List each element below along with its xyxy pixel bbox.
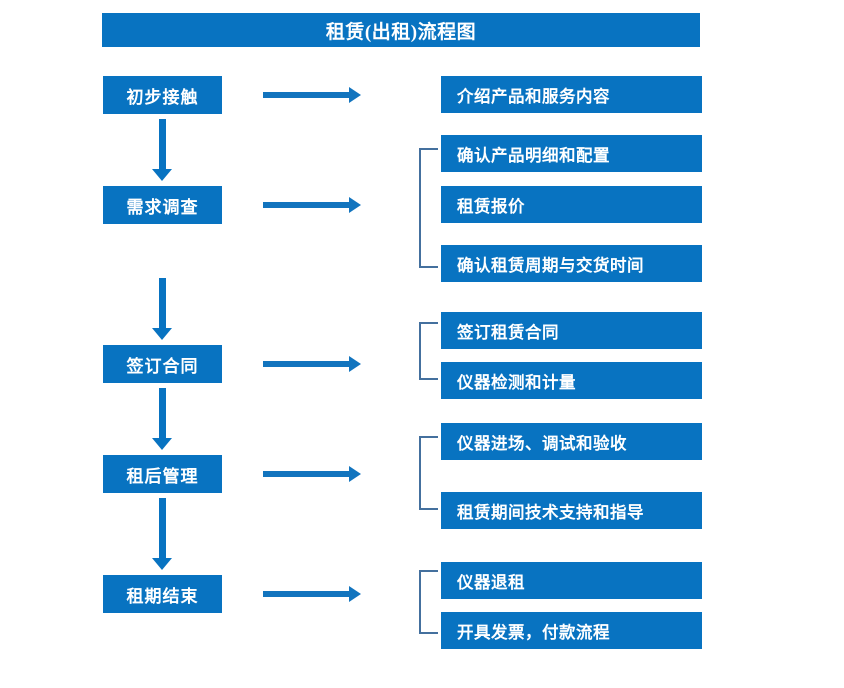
horizontal-arrow-lease-end [263,586,361,602]
vertical-arrow-contract-to-postrent [152,388,172,450]
stage-box-post-rent-mgmt[interactable]: 租后管理 [103,455,222,493]
page-title: 租赁(出租)流程图 [102,13,700,47]
stage-box-demand-survey[interactable]: 需求调查 [103,186,222,224]
group-bracket-sign-contract [419,322,438,380]
detail-box-sign-lease-contract[interactable]: 签订租赁合同 [441,312,702,349]
arrow-head-icon [349,586,361,602]
horizontal-arrow-sign-contract [263,356,361,372]
detail-box-technical-support[interactable]: 租赁期间技术支持和指导 [441,492,702,529]
vertical-arrow-initial-to-demand [152,119,172,181]
group-bracket-post-rent-mgmt [419,436,438,510]
arrow-shaft [158,119,166,169]
arrow-shaft [158,388,166,438]
detail-box-instrument-return[interactable]: 仪器退租 [441,562,702,599]
arrow-head-icon [152,438,172,450]
stage-box-sign-contract[interactable]: 签订合同 [103,345,222,383]
detail-box-instrument-entry-commission[interactable]: 仪器进场、调试和验收 [441,423,702,460]
vertical-arrow-demand-to-contract [152,278,172,340]
horizontal-arrow-demand-survey [263,197,361,213]
detail-box-instrument-inspection[interactable]: 仪器检测和计量 [441,362,702,399]
arrow-shaft [263,361,349,367]
stage-box-initial-contact[interactable]: 初步接触 [103,76,222,114]
arrow-shaft [158,498,166,558]
arrow-shaft [263,92,349,98]
arrow-head-icon [152,328,172,340]
group-bracket-demand-survey [419,148,438,268]
detail-box-introduce-products[interactable]: 介绍产品和服务内容 [441,76,702,113]
arrow-head-icon [349,197,361,213]
horizontal-arrow-post-rent-mgmt [263,466,361,482]
arrow-head-icon [349,87,361,103]
arrow-shaft [263,591,349,597]
arrow-head-icon [152,169,172,181]
group-bracket-lease-end [419,570,438,634]
arrow-head-icon [152,558,172,570]
arrow-shaft [158,278,166,328]
horizontal-arrow-initial-contact [263,87,361,103]
vertical-arrow-postrent-to-leaseend [152,498,172,570]
arrow-shaft [263,471,349,477]
stage-box-lease-end[interactable]: 租期结束 [103,575,222,613]
detail-box-rental-quote[interactable]: 租赁报价 [441,186,702,223]
arrow-head-icon [349,356,361,372]
arrow-head-icon [349,466,361,482]
detail-box-confirm-lease-period[interactable]: 确认租赁周期与交货时间 [441,245,702,282]
detail-box-invoice-payment[interactable]: 开具发票，付款流程 [441,612,702,649]
arrow-shaft [263,202,349,208]
detail-box-confirm-product-spec[interactable]: 确认产品明细和配置 [441,135,702,172]
